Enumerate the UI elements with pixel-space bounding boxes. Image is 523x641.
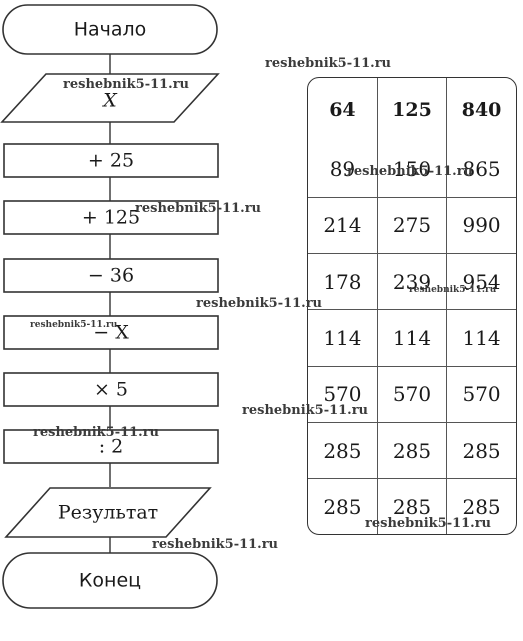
table-row: 178 239 954	[308, 253, 516, 311]
process-box-5	[3, 372, 219, 407]
watermark: reshebnik5-11.ru	[63, 77, 190, 92]
watermark: reshebnik5-11.ru	[265, 56, 392, 71]
table-header-cell: 125	[377, 78, 448, 142]
table-cell: 239	[377, 253, 448, 311]
table-header-cell: 840	[461, 99, 502, 121]
table-cell: 114	[446, 309, 516, 367]
table-cell: 114	[308, 309, 378, 367]
table-cell: 178	[308, 253, 378, 311]
table-cell: 89	[308, 142, 378, 198]
process-box-4	[3, 315, 219, 350]
watermark: reshebnik5-11.ru	[30, 320, 118, 330]
start-label: Начало	[73, 18, 147, 41]
watermark: reshebnik5-11.ru	[152, 537, 279, 552]
process-box-1	[3, 143, 219, 178]
watermark: reshebnik5-11.ru	[365, 516, 492, 531]
step-label-2: + 125	[81, 206, 141, 229]
table-cell: 570	[377, 366, 448, 423]
process-box-6	[3, 429, 219, 464]
watermark: reshebnik5-11.ru	[135, 201, 262, 216]
table-row: 214 275 990	[308, 197, 516, 255]
results-table: 64 125 840 89 150 865 214 275 990 178 23…	[307, 77, 517, 535]
end-terminal	[2, 552, 218, 609]
table-cell: 285	[462, 494, 501, 519]
table-cell: 275	[377, 197, 448, 255]
table-cell: 285	[308, 478, 378, 534]
table-cell: 114	[377, 309, 448, 367]
table-cell: 990	[446, 197, 516, 255]
table-cell: 285	[308, 422, 378, 480]
table-cell: 285	[377, 478, 448, 534]
table-header-row: 64 125 840	[308, 78, 516, 142]
table-cell: 954	[446, 253, 516, 311]
table-row: 114 114 114	[308, 309, 516, 367]
table-cell: 865	[446, 142, 516, 198]
table-row: 285 285 285	[308, 478, 516, 534]
step-label-4: − X	[93, 321, 129, 344]
input-parallelogram	[0, 73, 220, 123]
table-cell: 214	[308, 197, 378, 255]
watermark: reshebnik5-11.ru	[33, 425, 160, 440]
process-box-3	[3, 258, 219, 293]
output-parallelogram	[4, 487, 212, 538]
table-cell: 285	[446, 422, 516, 480]
table-header-cell: 64	[308, 78, 378, 142]
process-box-2	[3, 200, 219, 235]
table-cell: 285	[377, 422, 448, 480]
output-label: Результат	[57, 501, 159, 524]
table-cell: 150	[377, 142, 448, 198]
watermark: reshebnik5-11.ru	[196, 296, 323, 311]
watermark: reshebnik5-11.ru	[347, 164, 474, 179]
table-row: 570 570 570	[308, 366, 516, 423]
input-label: X	[103, 89, 117, 112]
step-label-6: : 2	[98, 435, 124, 458]
step-label-1: + 25	[87, 149, 135, 172]
table-cell: 570	[308, 366, 378, 423]
start-terminal	[2, 4, 218, 55]
watermark: reshebnik5-11.ru	[242, 403, 369, 418]
table-row: 285 285 285	[308, 422, 516, 480]
table-cell: 570	[446, 366, 516, 423]
step-label-3: − 36	[87, 264, 135, 287]
table-row: 89 150 865	[308, 142, 516, 198]
watermark: reshebnik5-11.ru	[409, 285, 497, 295]
step-label-5: × 5	[93, 378, 129, 401]
end-label: Конец	[78, 569, 142, 592]
